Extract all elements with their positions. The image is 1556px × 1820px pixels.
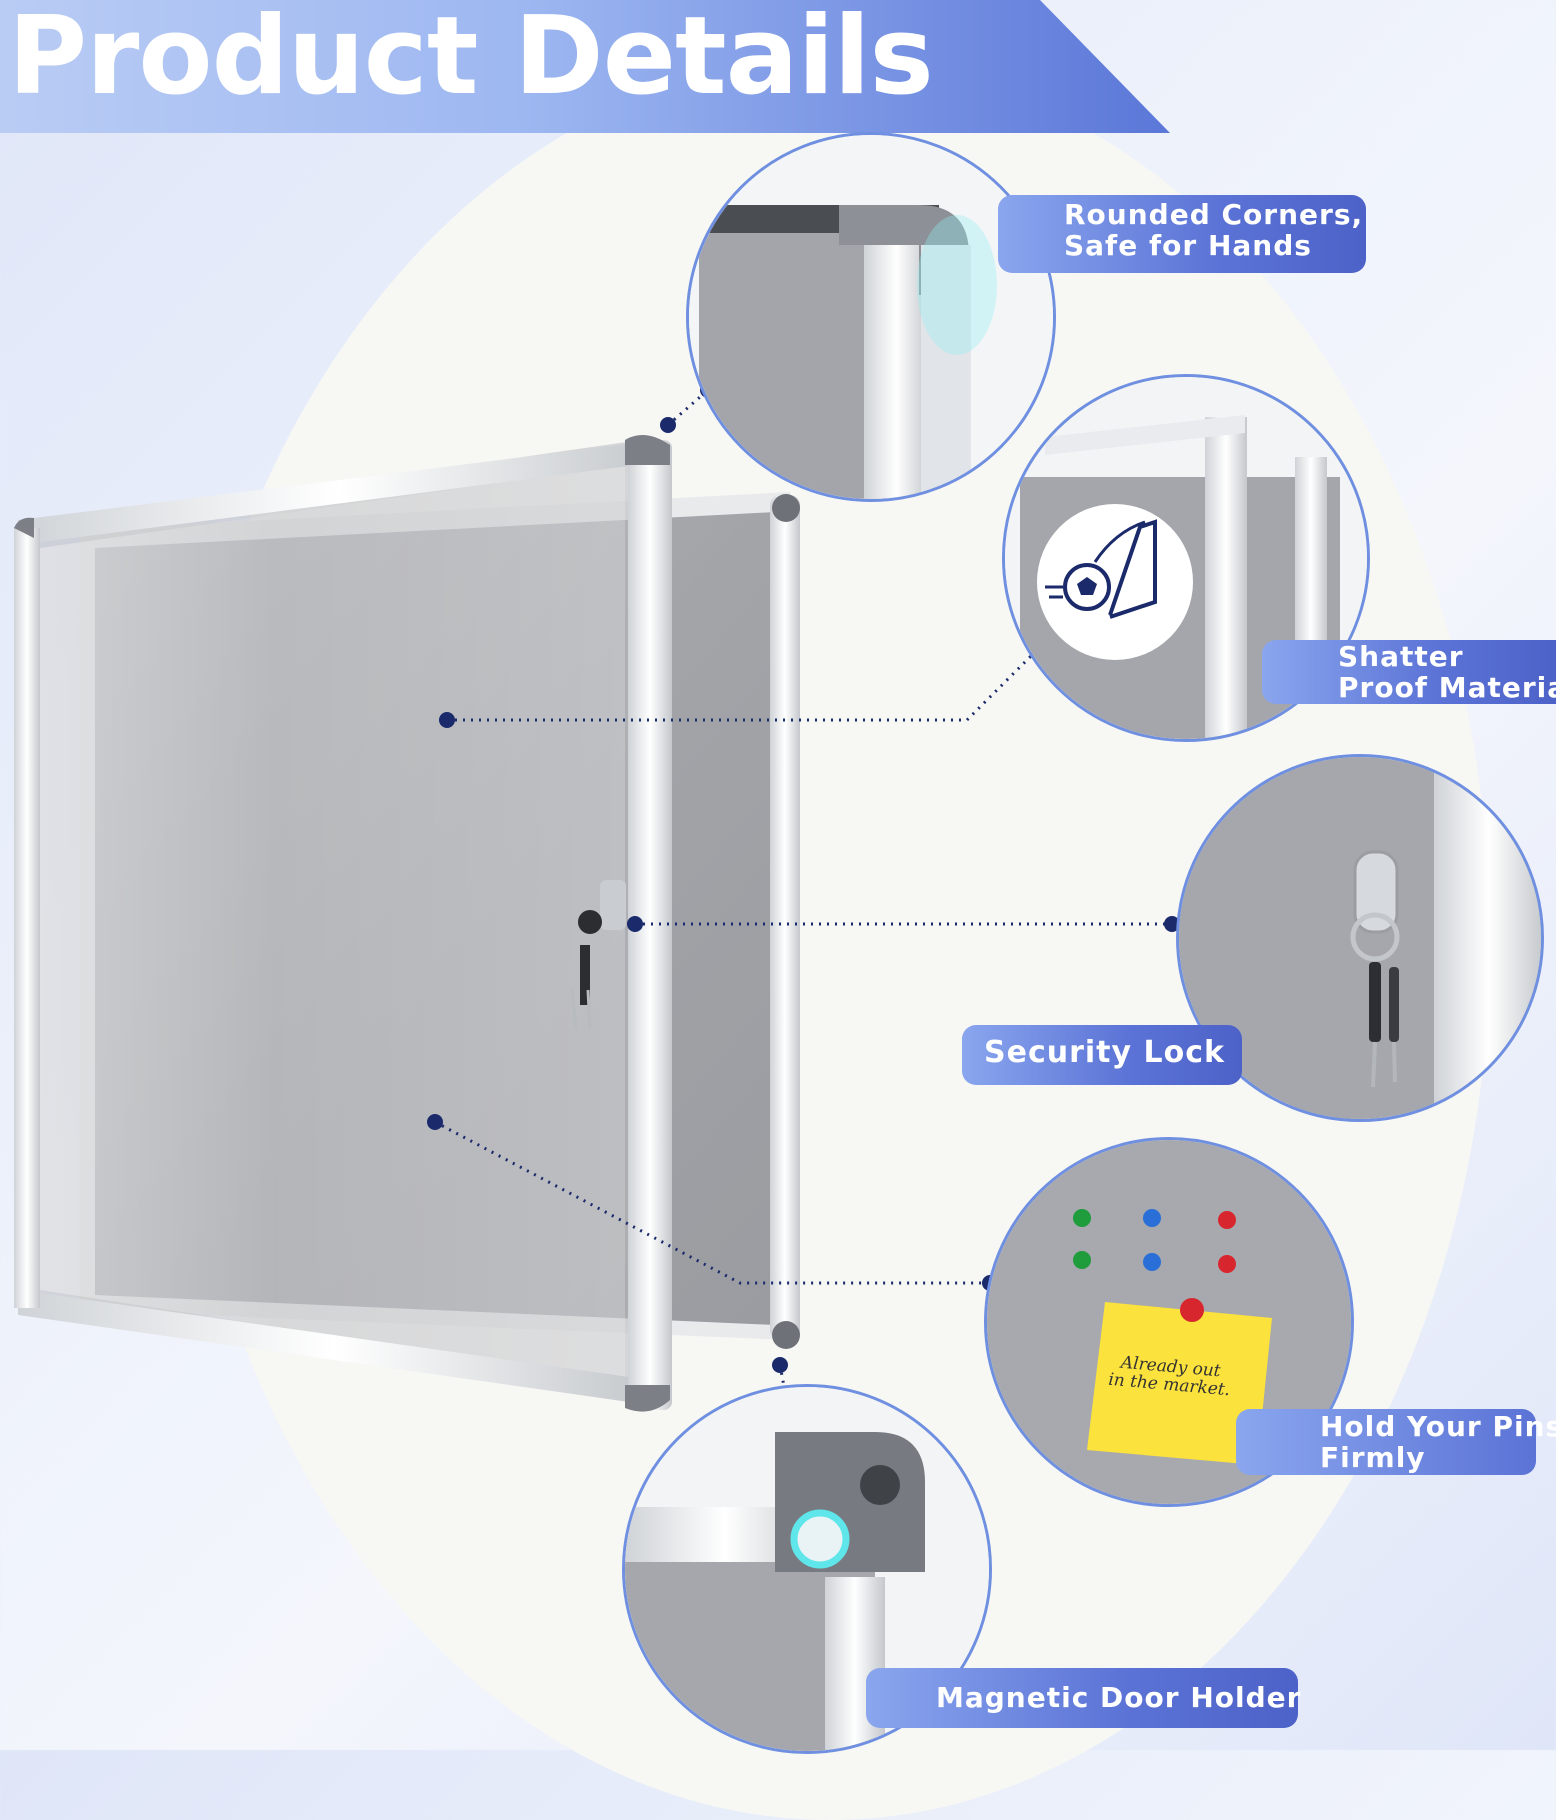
label-rounded-line2: Safe for Hands [1064,229,1312,262]
label-lock-line1: Security Lock [984,1035,1225,1070]
label-shatter-line2: Proof Material [1338,671,1556,704]
label-rounded-corners: Rounded Corners, Safe for Hands [998,195,1366,273]
product-illustration [14,382,1180,1495]
label-rounded-line1: Rounded Corners, [1064,198,1364,231]
label-magnet-line1: Magnetic Door Holder [936,1681,1302,1714]
leader-lines [434,388,1172,1488]
push-pins [1073,1209,1236,1273]
label-shatter-line1: Shatter [1338,640,1464,673]
rounded-corner-detail [686,132,1056,502]
page-title: Product Details [8,0,934,119]
label-security-lock: Security Lock [962,1025,1242,1085]
label-pins-line1: Hold Your Pins [1320,1410,1556,1443]
label-shatter-proof: Shatter Proof Material [1262,640,1556,704]
label-hold-pins: Hold Your Pins Firmly [1236,1409,1556,1475]
glass-door [14,435,672,1412]
header-banner: Product Details [0,0,1170,133]
label-magnetic-holder: Magnetic Door Holder [866,1668,1302,1728]
label-pins-line2: Firmly [1320,1441,1426,1474]
